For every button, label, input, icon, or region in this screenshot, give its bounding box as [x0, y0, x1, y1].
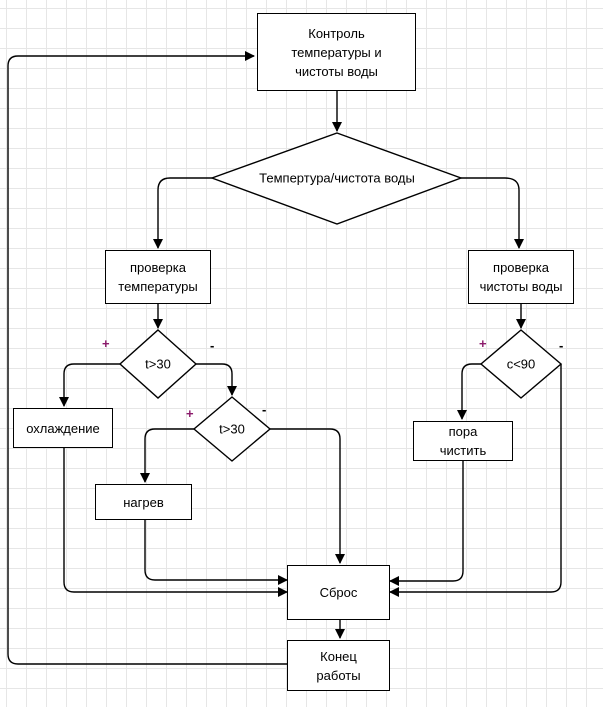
label-decision-main: Темпертура/чистота воды [259, 170, 415, 186]
edge-end-loop-to-control [7, 51, 287, 665]
node-control: Контроль температуры и чистоты воды [257, 13, 416, 91]
node-reset: Сброс [287, 565, 390, 620]
node-heating: нагрев [95, 484, 192, 520]
edge-c-to-reset [389, 364, 562, 597]
edge-decision-to-check-temp [153, 177, 212, 249]
node-time-to-clean: пора чистить [413, 421, 513, 461]
edge-t1-to-t2 [196, 363, 237, 396]
edge-c-to-clean [457, 363, 481, 420]
edge-decision-to-check-purity [461, 177, 524, 249]
cond-c-diamond [479, 329, 563, 399]
plus-sign-t1: + [102, 336, 110, 351]
edge-clean-to-reset [389, 461, 464, 586]
plus-sign-t2: + [186, 406, 194, 421]
decision-main-diamond [209, 132, 464, 225]
label-cond-c: c<90 [506, 356, 536, 372]
node-cooling: охлаждение [13, 408, 113, 448]
label-cond-t2: t>30 [219, 421, 245, 437]
cond-t1-diamond [118, 329, 198, 399]
edge-t2-to-heating [140, 428, 194, 483]
node-check-temperature: проверка температуры [105, 250, 211, 304]
label-cond-t1: t>30 [145, 356, 171, 372]
edge-t1-to-cooling [59, 363, 120, 407]
edge-heating-to-reset [144, 520, 288, 585]
node-check-purity: проверка чистоты воды [468, 250, 574, 304]
plus-sign-c: + [479, 336, 487, 351]
node-end: Конец работы [287, 640, 390, 691]
minus-sign-t2: - [262, 402, 267, 417]
cond-t2-diamond [192, 396, 272, 462]
minus-sign-t1: - [210, 338, 215, 353]
minus-sign-c: - [559, 338, 564, 353]
edge-cooling-to-reset [63, 448, 288, 597]
edge-t2-to-reset [270, 428, 345, 564]
